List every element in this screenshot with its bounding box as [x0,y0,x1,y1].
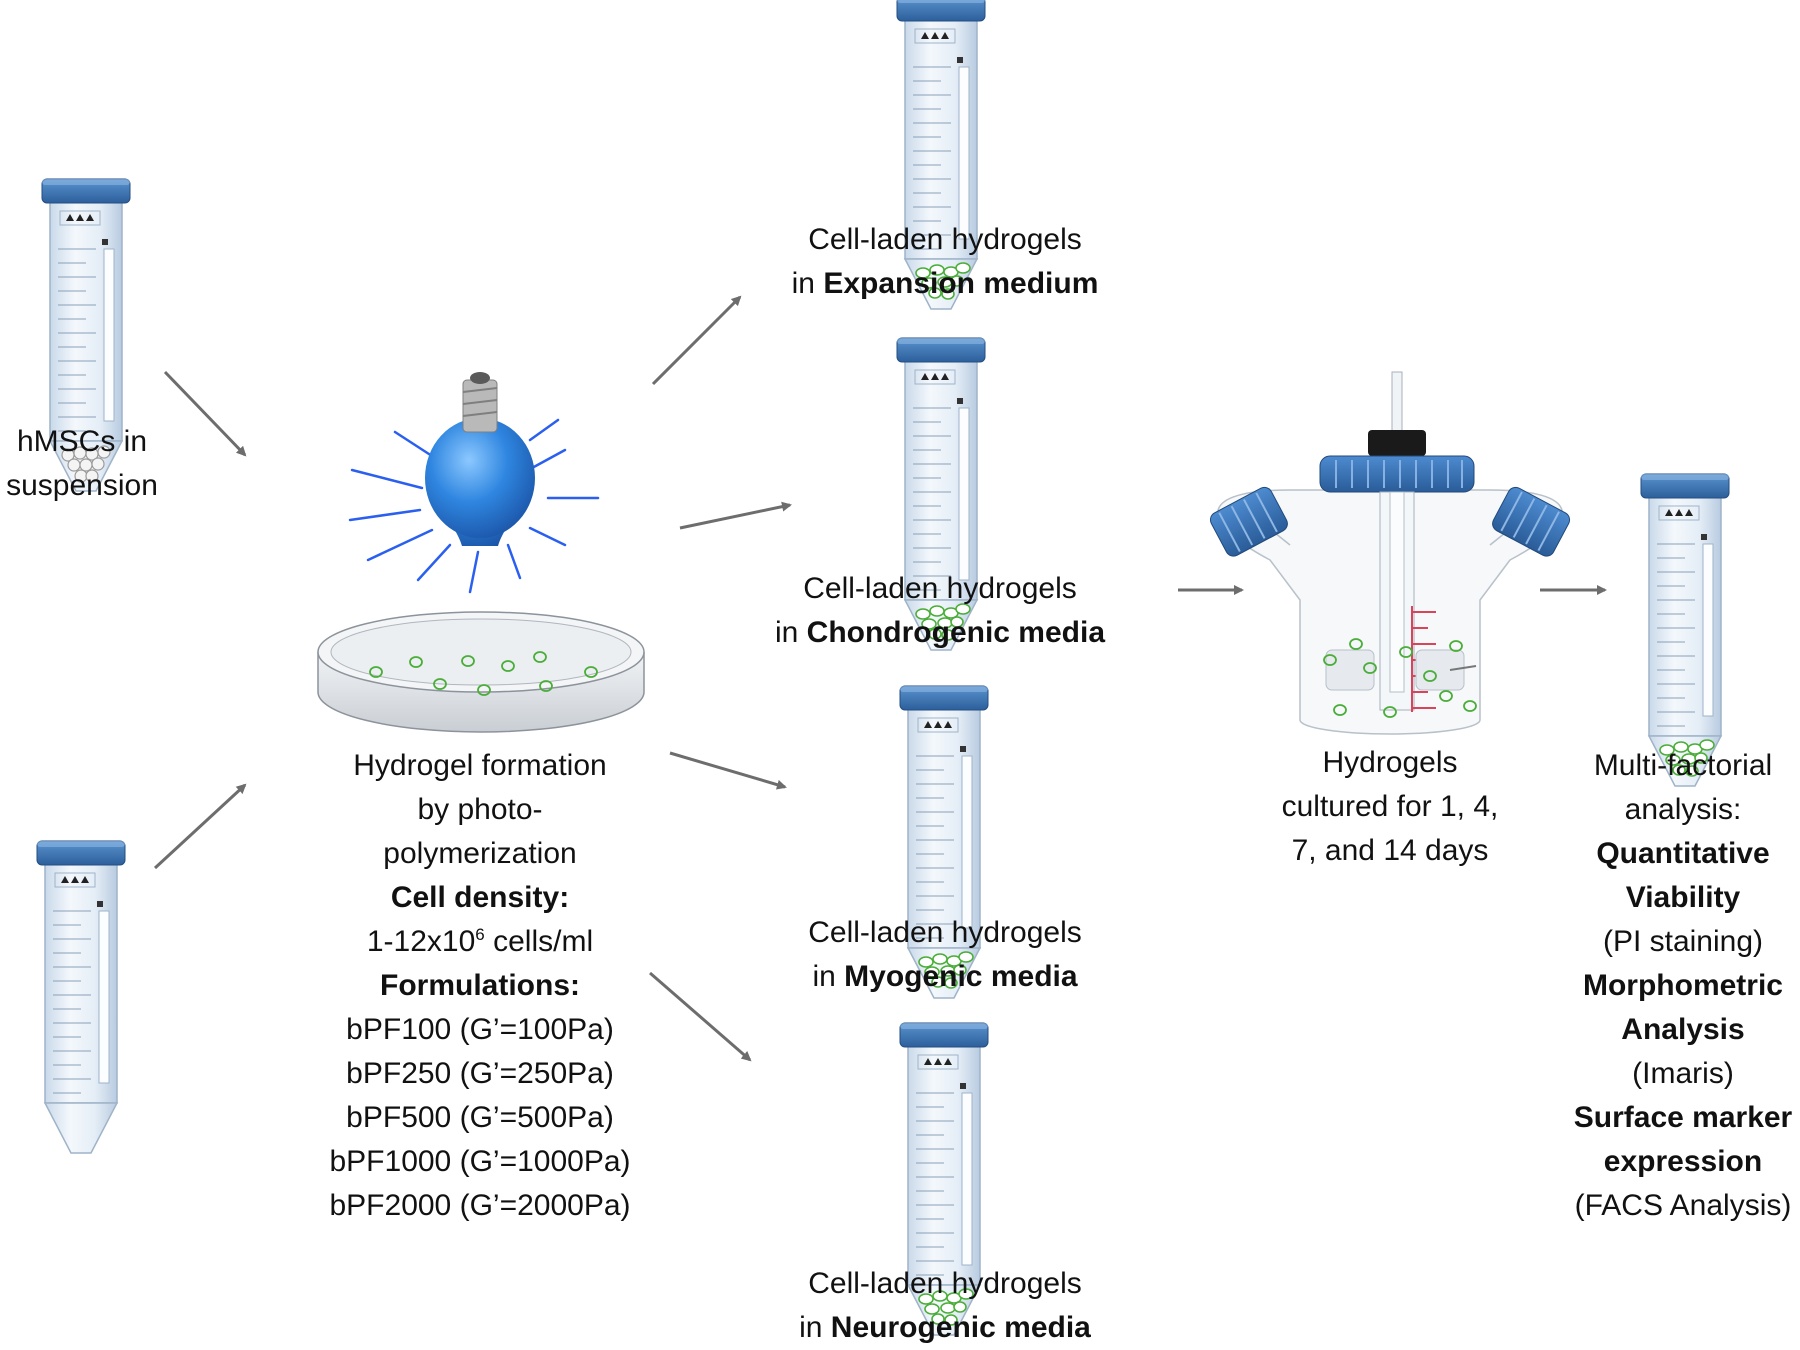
chondrogenic-prefix: in [774,616,807,649]
formation-line3: polymerization [383,837,577,870]
label-analysis: Multi-factorial analysis: Quantitative V… [1555,744,1800,1228]
label-culture: Hydrogels cultured for 1, 4, 7, and 14 d… [1240,741,1540,873]
surface-method: (FACS Analysis) [1574,1189,1792,1222]
density-heading: Cell density: [390,881,570,914]
label-chondrogenic: Cell-laden hydrogels in Chondrogenic med… [740,567,1140,655]
tube-icon-empty [36,840,126,1154]
density-value-base: 1-12x10 [366,925,476,958]
formulation-item: bPF500 (G’=500Pa) [346,1101,614,1134]
formation-line2: by photo- [417,793,543,826]
myogenic-line2: in Myogenic media [745,955,1145,999]
morpho-line1: Morphometric [1582,969,1783,1002]
chondrogenic-line2: in Chondrogenic media [740,611,1140,655]
culture-line1: Hydrogels [1322,746,1458,779]
expansion-prefix: in [791,267,824,300]
viability-method: (PI staining) [1602,925,1764,958]
neurogenic-medium-name: Neurogenic media [830,1311,1091,1344]
morpho-line2: Analysis [1621,1013,1745,1046]
neurogenic-line2: in Neurogenic media [745,1306,1145,1350]
neurogenic-line1: Cell-laden hydrogels [808,1267,1082,1300]
expansion-medium-name: Expansion medium [823,267,1099,300]
viability-line2: Viability [1625,881,1741,914]
formulation-item: bPF250 (G’=250Pa) [346,1057,614,1090]
label-hmsc: hMSCs in suspension [0,420,164,508]
formulations-heading: Formulations: [380,969,580,1002]
myogenic-prefix: in [812,960,845,993]
spinner-flask-icon [1209,371,1571,735]
neurogenic-prefix: in [799,1311,831,1344]
viability-line1: Quantitative [1596,837,1770,870]
hmsc-line2: suspension [6,469,158,502]
expansion-line1: Cell-laden hydrogels [808,223,1082,256]
arrow-empty-to-formation [153,783,247,870]
morpho-method: (Imaris) [1632,1057,1734,1090]
density-value-unit: cells/ml [484,925,594,958]
chondrogenic-medium-name: Chondrogenic media [806,616,1106,649]
label-myogenic: Cell-laden hydrogels in Myogenic media [745,911,1145,999]
formulation-item: bPF2000 (G’=2000Pa) [329,1189,631,1222]
formation-line1: Hydrogel formation [353,749,607,782]
arrow-to-myogenic [669,751,787,790]
formulation-item: bPF100 (G’=100Pa) [346,1013,614,1046]
label-expansion: Cell-laden hydrogels in Expansion medium [745,218,1145,306]
analysis-line1: Multi-factorial [1593,749,1773,782]
hmsc-line1: hMSCs in [16,425,148,458]
expansion-line2: in Expansion medium [745,262,1145,306]
density-value: 1-12x106 cells/ml [300,920,660,964]
arrow-to-expansion [651,295,742,386]
density-value-exponent: 6 [475,925,485,944]
culture-line2: cultured for 1, 4, [1281,790,1499,823]
culture-line3: 7, and 14 days [1291,834,1489,867]
arrow-hmsc-to-formation [163,370,247,457]
myogenic-medium-name: Myogenic media [844,960,1078,993]
label-neurogenic: Cell-laden hydrogels in Neurogenic media [745,1262,1145,1350]
chondrogenic-line1: Cell-laden hydrogels [803,572,1077,605]
tube-icon-analysis [1640,473,1730,787]
surface-line1: Surface marker [1573,1101,1793,1134]
arrow-to-chondrogenic [679,501,792,530]
arrow-to-neurogenic [649,971,752,1062]
formulation-item: bPF1000 (G’=1000Pa) [329,1145,631,1178]
myogenic-line1: Cell-laden hydrogels [808,916,1082,949]
surface-line2: expression [1603,1145,1763,1178]
analysis-line2: analysis: [1624,793,1742,826]
label-formation: Hydrogel formation by photo- polymerizat… [300,744,660,1228]
light-bulb-icon [348,372,600,594]
petri-dish-icon [317,611,645,733]
